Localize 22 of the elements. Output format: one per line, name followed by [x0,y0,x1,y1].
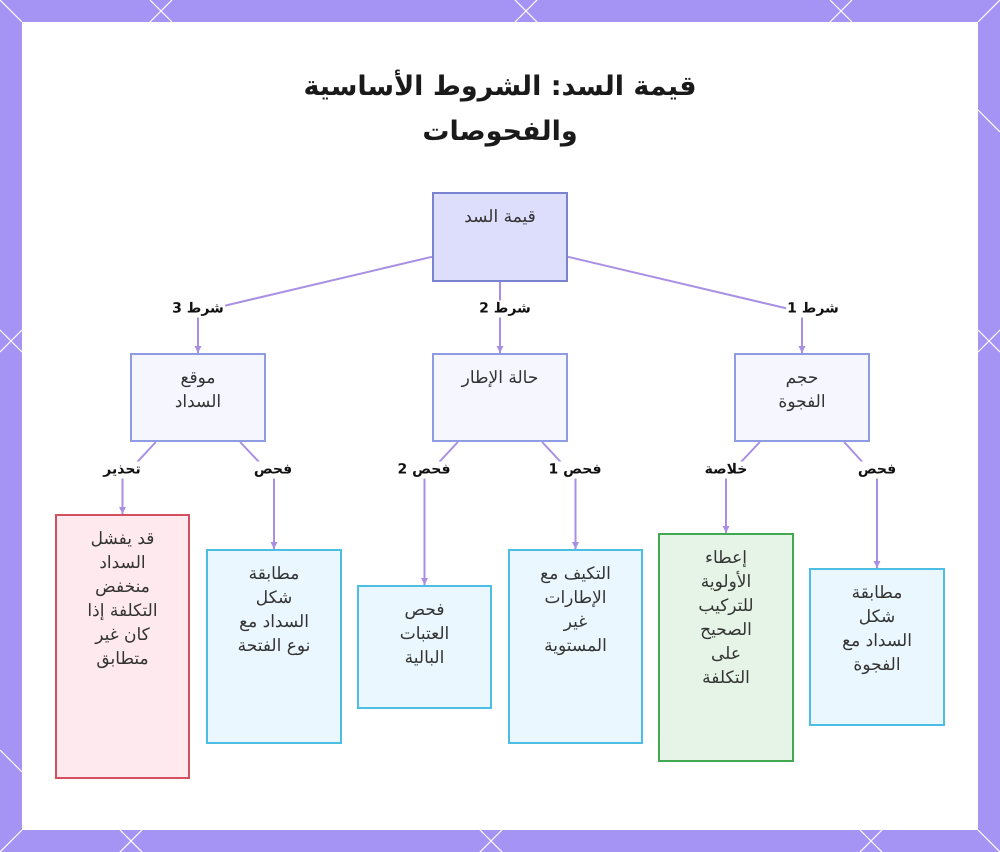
edge-label: فحص 2 [396,462,452,478]
title: قيمة السد: الشروط الأساسية والفحوصات [302,68,698,149]
edge-label: خلاصة [704,462,748,478]
process-box: قد يفشل السداد منخفض التكلفة إذا كان غير متطابق [55,514,190,779]
process-box: التكيف مع الإطارات غير المستوية [508,549,643,744]
edge-label: تحذير [102,462,142,478]
arrow [194,256,432,353]
edge-label: شرط 1 [786,300,840,318]
process-box: مطابقة شكل السداد مع الفجوة [809,568,945,726]
process-box: فحص العتبات البالية [357,585,492,709]
edge-label: فحص 1 [548,462,602,478]
process-box: مطابقة شكل السداد مع نوع الفتحة [206,549,342,744]
edge-label: شرط 3 [171,300,225,318]
process-box: حجم الفجوة [734,353,870,442]
edge-label: فحص [856,462,898,478]
process-box: حالة الإطار [432,353,568,442]
process-box: إعطاء الأولوية للتركيب الصحيح على التكلفة [658,533,794,762]
arrow [568,256,806,353]
process-box: قيمة السد [432,192,568,282]
edge-label: فحص [252,462,294,478]
process-box: موقع السداد [130,353,266,442]
edge-label: شرط 2 [478,300,532,318]
